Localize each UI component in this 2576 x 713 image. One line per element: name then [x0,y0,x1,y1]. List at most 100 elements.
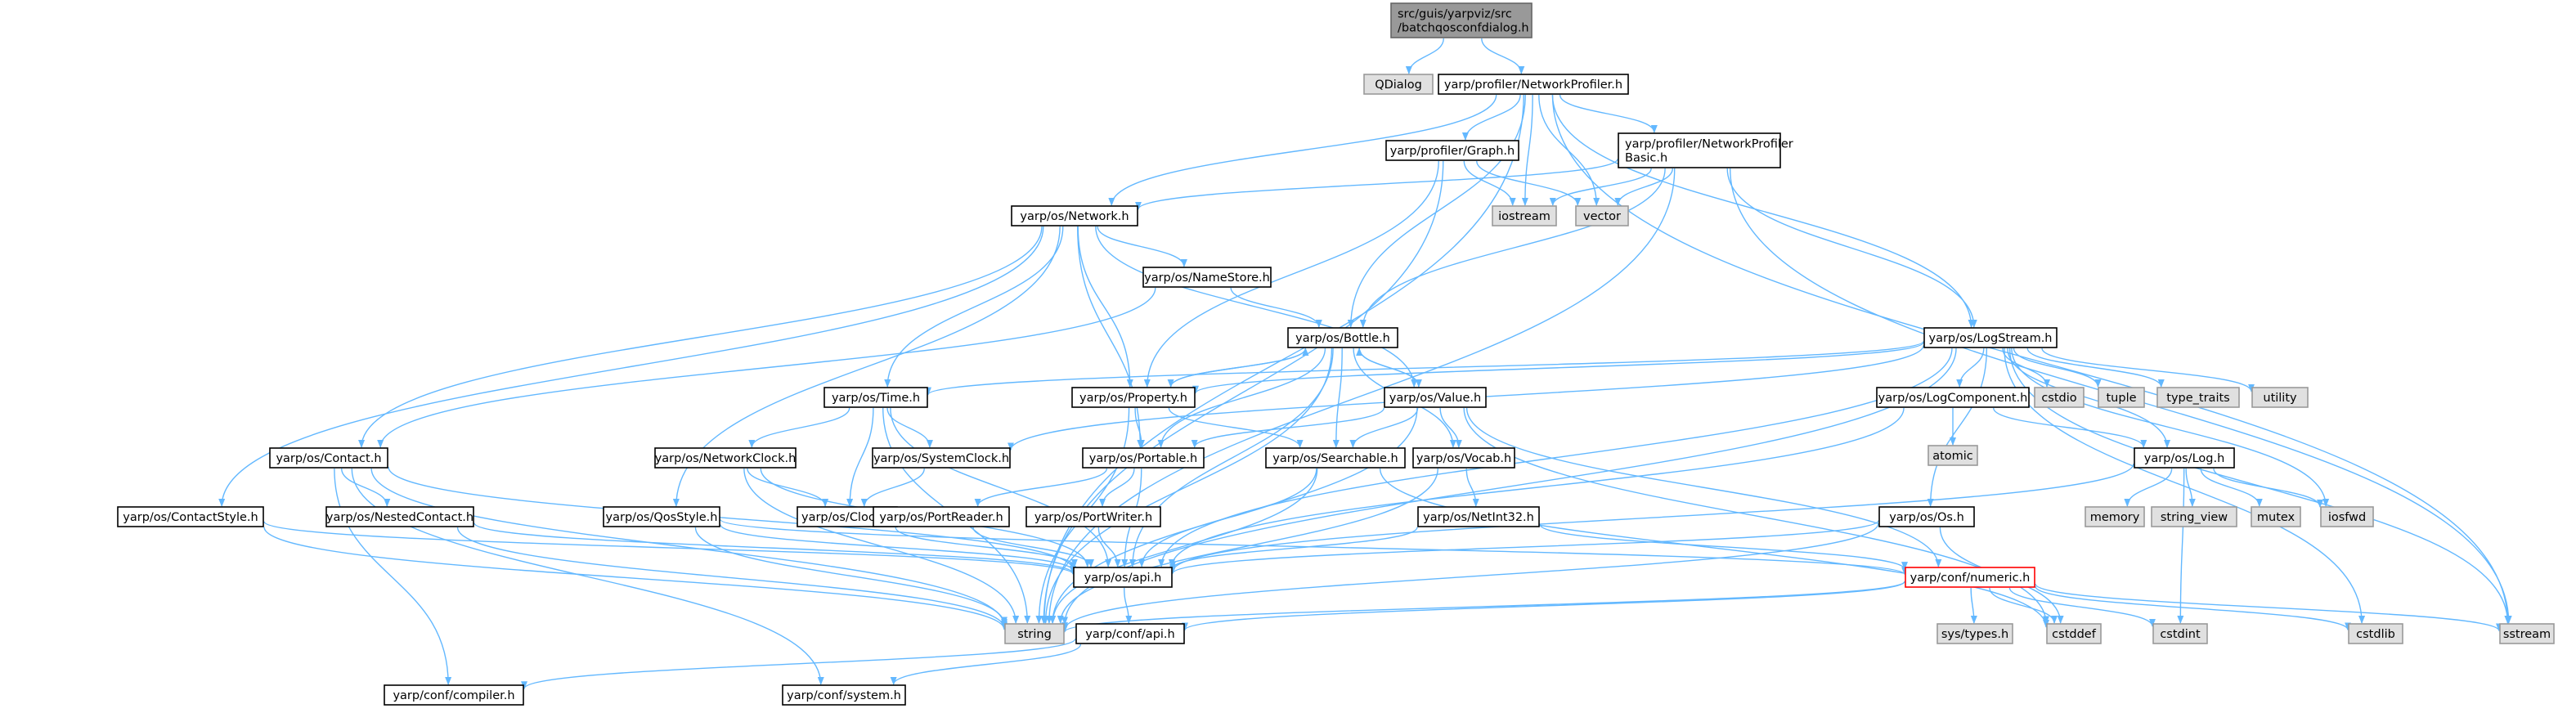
node-nestedcontact[interactable]: yarp/os/NestedContact.h [325,506,474,527]
node-label: mutex [2257,511,2296,524]
node-label: cstdint [2160,628,2201,641]
node-label: QDialog [1375,78,1422,92]
edge-property-to-bottle [1169,348,1309,388]
node-netint32[interactable]: yarp/os/NetInt32.h [1417,506,1540,527]
node-label: yarp/os/Network.h [1020,210,1129,223]
node-logcomp[interactable]: yarp/os/LogComponent.h [1876,387,2030,408]
node-network[interactable]: yarp/os/Network.h [1011,205,1138,226]
node-qosstyle[interactable]: yarp/os/QosStyle.h [603,506,720,527]
node-confapi[interactable]: yarp/conf/api.h [1075,623,1185,644]
node-contact[interactable]: yarp/os/Contact.h [269,447,388,469]
node-logstream[interactable]: yarp/os/LogStream.h [1923,327,2058,348]
edge-value-to-bottle [1356,348,1420,388]
node-namestore[interactable]: yarp/os/NameStore.h [1142,267,1272,288]
node-compiler[interactable]: yarp/conf/compiler.h [384,684,524,706]
edge-layer [218,38,2512,690]
node-label: cstdio [2041,392,2076,405]
node-cstddef: cstddef [2046,623,2102,644]
node-label: yarp/os/Property.h [1079,392,1187,405]
edge-network-to-value [1095,226,1418,388]
edge-logstream-to-tuple [2013,348,2102,388]
edge-netprof-to-npbasic [1559,94,1658,133]
node-mutex: mutex [2251,506,2301,527]
node-box [1363,74,1434,95]
node-bottle[interactable]: yarp/os/Bottle.h [1287,327,1398,348]
node-box [1071,387,1196,408]
node-sysclock[interactable]: yarp/os/SystemClock.h [872,447,1011,469]
edge-logstream-to-iosfwd [2011,348,2330,507]
node-label: yarp/conf/system.h [787,689,901,702]
node-label: yarp/os/LogStream.h [1929,332,2053,345]
node-label: yarp/os/Searchable.h [1272,452,1398,465]
node-searchable[interactable]: yarp/os/Searchable.h [1265,447,1406,469]
edge-contact-to-system [351,468,824,685]
edge-netint32-to-numeric [1539,523,1908,571]
node-log[interactable]: yarp/os/Log.h [2134,447,2235,469]
node-label: yarp/os/NetworkClock.h [655,452,797,465]
edge-graph_h-to-string [1040,160,1444,624]
node-box [1923,327,2058,348]
node-label: yarp/os/Clock.h [801,511,893,524]
edge-confapi-to-system [890,643,1082,685]
node-time[interactable]: yarp/os/Time.h [824,387,928,408]
node-vocab[interactable]: yarp/os/Vocab.h [1412,447,1515,469]
node-iosfwd: iosfwd [2320,506,2374,527]
node-osapi[interactable]: yarp/os/api.h [1073,567,1173,588]
node-label: utility [2263,392,2297,405]
edge-bottle-to-string [1042,348,1333,624]
node-netprof[interactable]: yarp/profiler/NetworkProfiler.h [1438,74,1629,95]
edge-os-to-osapi [1169,519,1879,575]
node-box [2320,506,2374,527]
node-box [1905,567,2035,588]
node-box [1385,140,1519,161]
node-string_view: string_view [2151,506,2237,527]
node-netclock[interactable]: yarp/os/NetworkClock.h [654,447,797,469]
node-portreader[interactable]: yarp/os/PortReader.h [873,506,1010,527]
edge-graph_h-to-property [1143,160,1439,388]
node-label: yarp/os/LogComponent.h [1878,392,2028,405]
node-box [2085,506,2145,527]
node-value[interactable]: yarp/os/Value.h [1384,387,1487,408]
node-box [1876,387,2030,408]
node-portable[interactable]: yarp/os/Portable.h [1082,447,1205,469]
edge-portreader-to-osapi [972,527,1094,567]
edge-netprof-to-logstream [1551,94,1975,328]
node-tuple: tuple [2098,387,2145,408]
edge-npbasic-to-logstream [1726,168,1977,328]
node-layer: src/guis/yarpviz/src/batchqosconfdialog.… [117,2,2555,706]
node-box [824,387,928,408]
edge-network-to-portable [1076,226,1144,448]
node-atomic: atomic [1928,445,1978,466]
edge-numeric-to-sstream [2035,583,2502,632]
node-box [782,684,906,706]
edge-root-to-netprof [1481,38,1525,74]
node-label: atomic [1932,450,1973,463]
node-os[interactable]: yarp/os/Os.h [1878,506,1975,527]
node-graph_h[interactable]: yarp/profiler/Graph.h [1385,140,1519,161]
node-cstdio: cstdio [2034,387,2085,408]
node-label: yarp/os/Portable.h [1089,452,1197,465]
node-property[interactable]: yarp/os/Property.h [1071,387,1196,408]
edge-log-to-osapi [1169,463,2134,573]
node-box [1928,445,1978,466]
node-numeric[interactable]: yarp/conf/numeric.h [1905,567,2035,588]
node-label: yarp/os/Log.h [2144,452,2225,465]
node-label: iostream [1498,210,1551,223]
edge-namestore-to-contact [377,287,1156,448]
node-contactstyle[interactable]: yarp/os/ContactStyle.h [117,506,264,527]
edge-logstream-to-logcomp [1956,348,1985,388]
node-label: yarp/os/NameStore.h [1144,271,1270,285]
node-box [2251,506,2301,527]
node-system[interactable]: yarp/conf/system.h [782,684,906,706]
node-label: src/guis/yarpviz/src [1398,8,1512,21]
edge-netprof-to-sstream [1551,94,2511,624]
node-portwriter[interactable]: yarp/os/PortWriter.h [1025,506,1161,527]
edge-contactstyle-to-string [263,527,1008,630]
edge-time-to-osapi [890,407,1112,567]
node-label: cstddef [2052,628,2097,641]
edge-logstream-to-log [2007,348,2171,448]
node-root[interactable]: src/guis/yarpviz/src/batchqosconfdialog.… [1390,2,1533,38]
node-label: yarp/profiler/NetworkProfiler [1625,138,1793,151]
node-label: yarp/os/PortReader.h [879,511,1003,524]
